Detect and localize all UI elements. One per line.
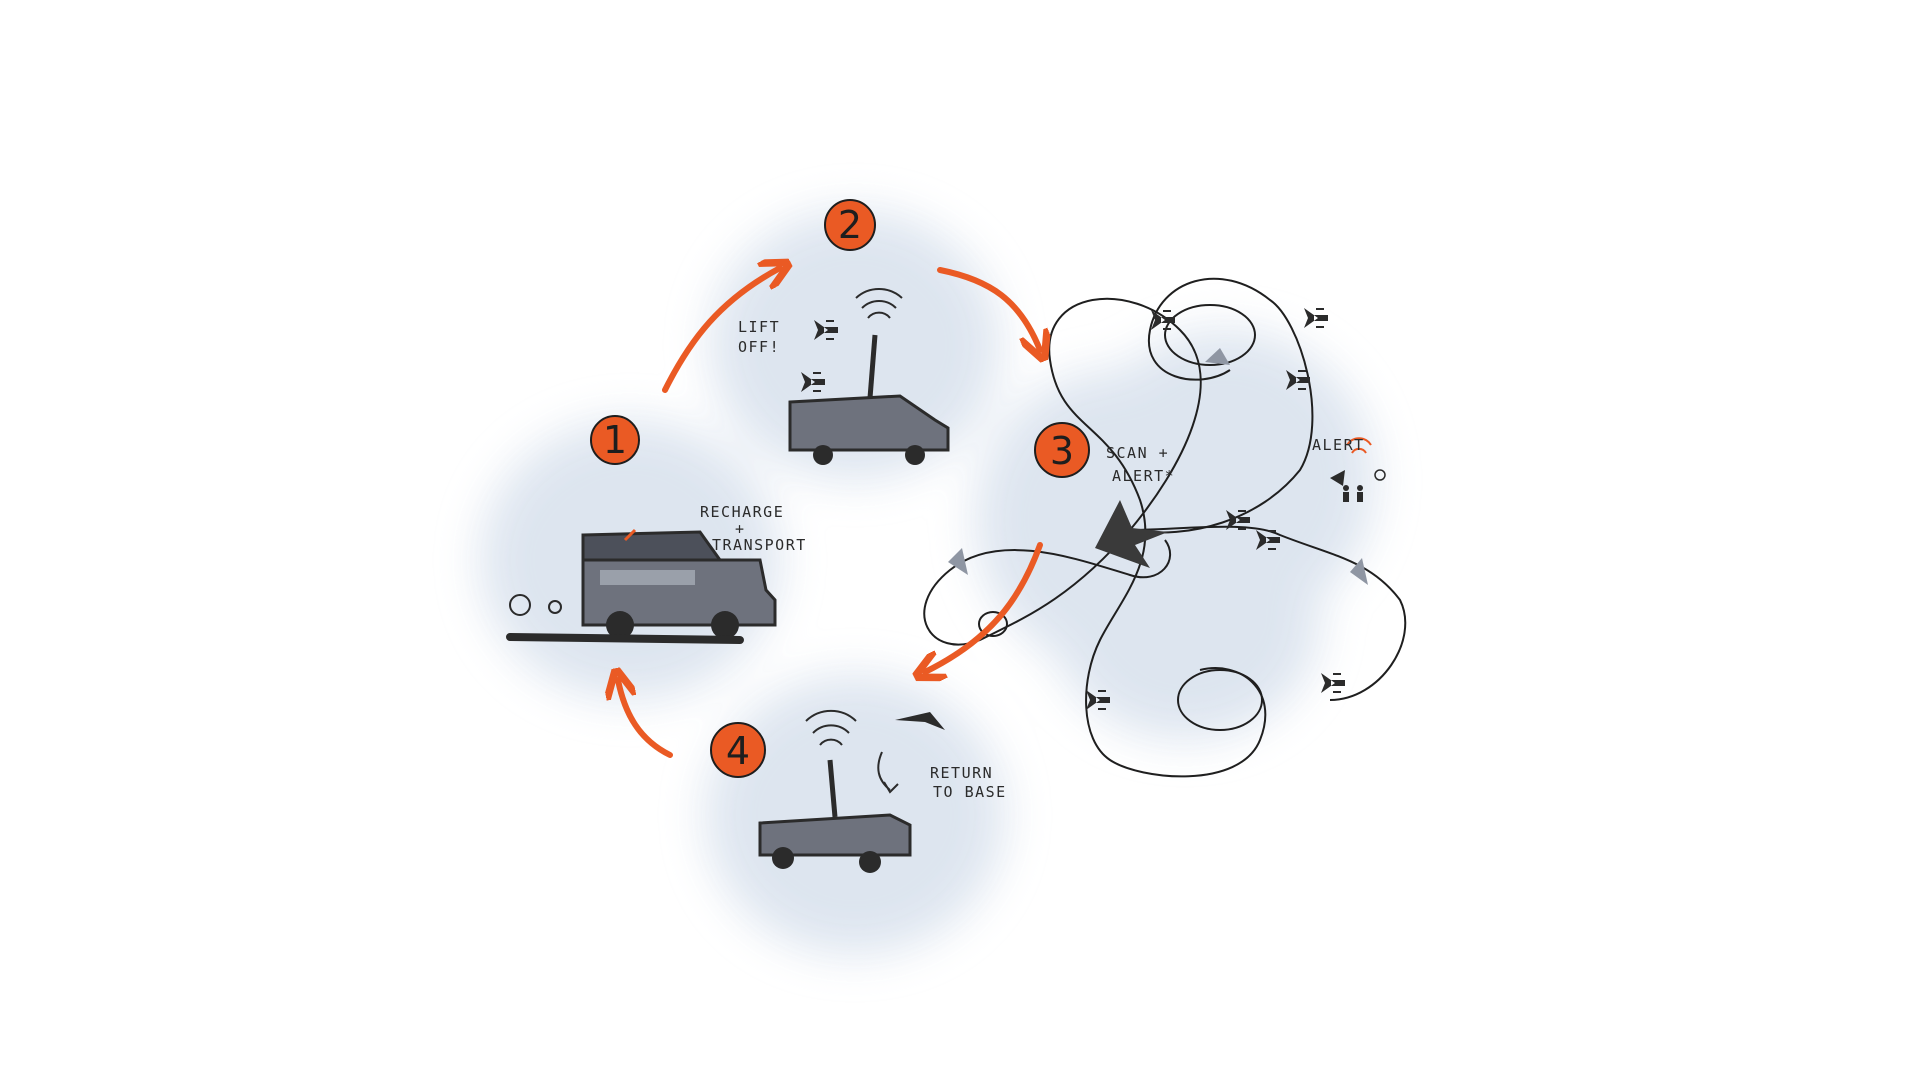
person-icon: [1343, 485, 1363, 502]
step-3-label-line: SCAN +: [1106, 444, 1169, 462]
scanning-drones: [948, 307, 1368, 711]
step-4-label: RETURN TO BASE: [930, 764, 1007, 801]
step-3-badge: 3: [1034, 422, 1090, 478]
drone-flight-path: [923, 277, 1407, 778]
signal-icon: [805, 709, 857, 746]
step-1-label: RECHARGE + TRANSPORT: [700, 503, 807, 554]
drone-icon: [1303, 307, 1329, 329]
step-1-label-line: +: [735, 520, 746, 538]
step-4-vehicle: [758, 709, 945, 873]
drone-icon: [1330, 470, 1345, 486]
step-3-label: SCAN + ALERT*: [1106, 444, 1175, 485]
step-2-label-line: LIFT: [738, 318, 780, 336]
step-3-label-line: ALERT*: [1112, 467, 1175, 485]
step-1-label-line: RECHARGE: [700, 503, 784, 521]
step-2-label-line: OFF!: [738, 338, 780, 356]
step-1-number: 1: [603, 418, 627, 462]
step-4-number: 4: [726, 729, 750, 773]
step-4-badge: 4: [710, 722, 766, 778]
drone-icon: [1150, 309, 1176, 331]
drone-icon: [1320, 672, 1346, 694]
drone-icon: [1095, 500, 1168, 568]
alert-markers: [1330, 437, 1386, 502]
step-3-number: 3: [1050, 429, 1074, 473]
cycle-arrows: [618, 268, 1040, 758]
step-2-number: 2: [838, 203, 862, 247]
step-4-label-line: TO BASE: [933, 783, 1007, 801]
signal-icon: [855, 288, 903, 319]
step-2-badge: 2: [824, 199, 876, 251]
step-2-label: LIFT OFF!: [738, 318, 780, 356]
step-1-label-line: TRANSPORT: [712, 536, 807, 554]
step-1-badge: 1: [590, 415, 640, 465]
step-2-vehicle: [788, 288, 950, 465]
step-1-vehicle: [506, 528, 777, 644]
step-4-label-line: RETURN: [930, 764, 993, 782]
alert-label: ALERT: [1312, 436, 1365, 454]
